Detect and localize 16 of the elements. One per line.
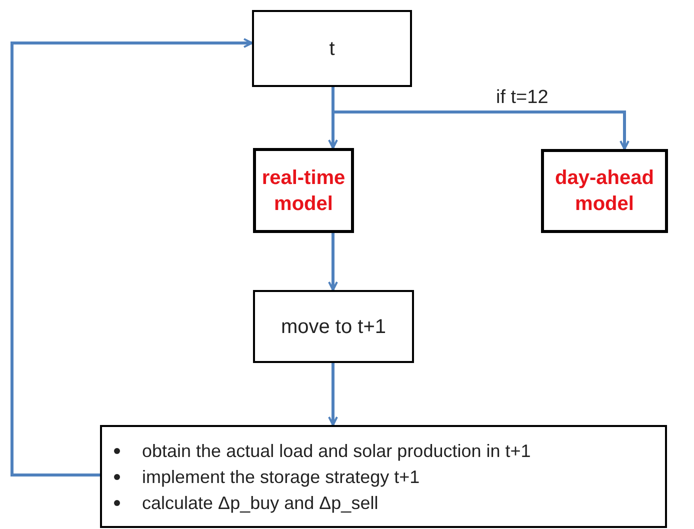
box-text: day-ahead model — [554, 166, 655, 217]
box-text: real-time model — [260, 166, 346, 216]
process-box — [252, 10, 412, 87]
process-box — [100, 425, 667, 528]
arrow — [332, 87, 630, 150]
box-text: move to t+1 — [280, 314, 386, 340]
model-box — [253, 148, 354, 233]
model-box — [541, 149, 668, 233]
box-text: t — [329, 36, 335, 62]
arrow — [328, 233, 338, 291]
list-item: implement the storage strategy t+1 — [142, 466, 420, 489]
process-box — [253, 290, 414, 363]
list-item: obtain the actual load and solar production in t+1 — [142, 440, 531, 463]
arrow — [10, 38, 253, 476]
list-item: calculate Δp_buy and Δp_sell — [142, 492, 378, 515]
arrow — [328, 363, 338, 426]
